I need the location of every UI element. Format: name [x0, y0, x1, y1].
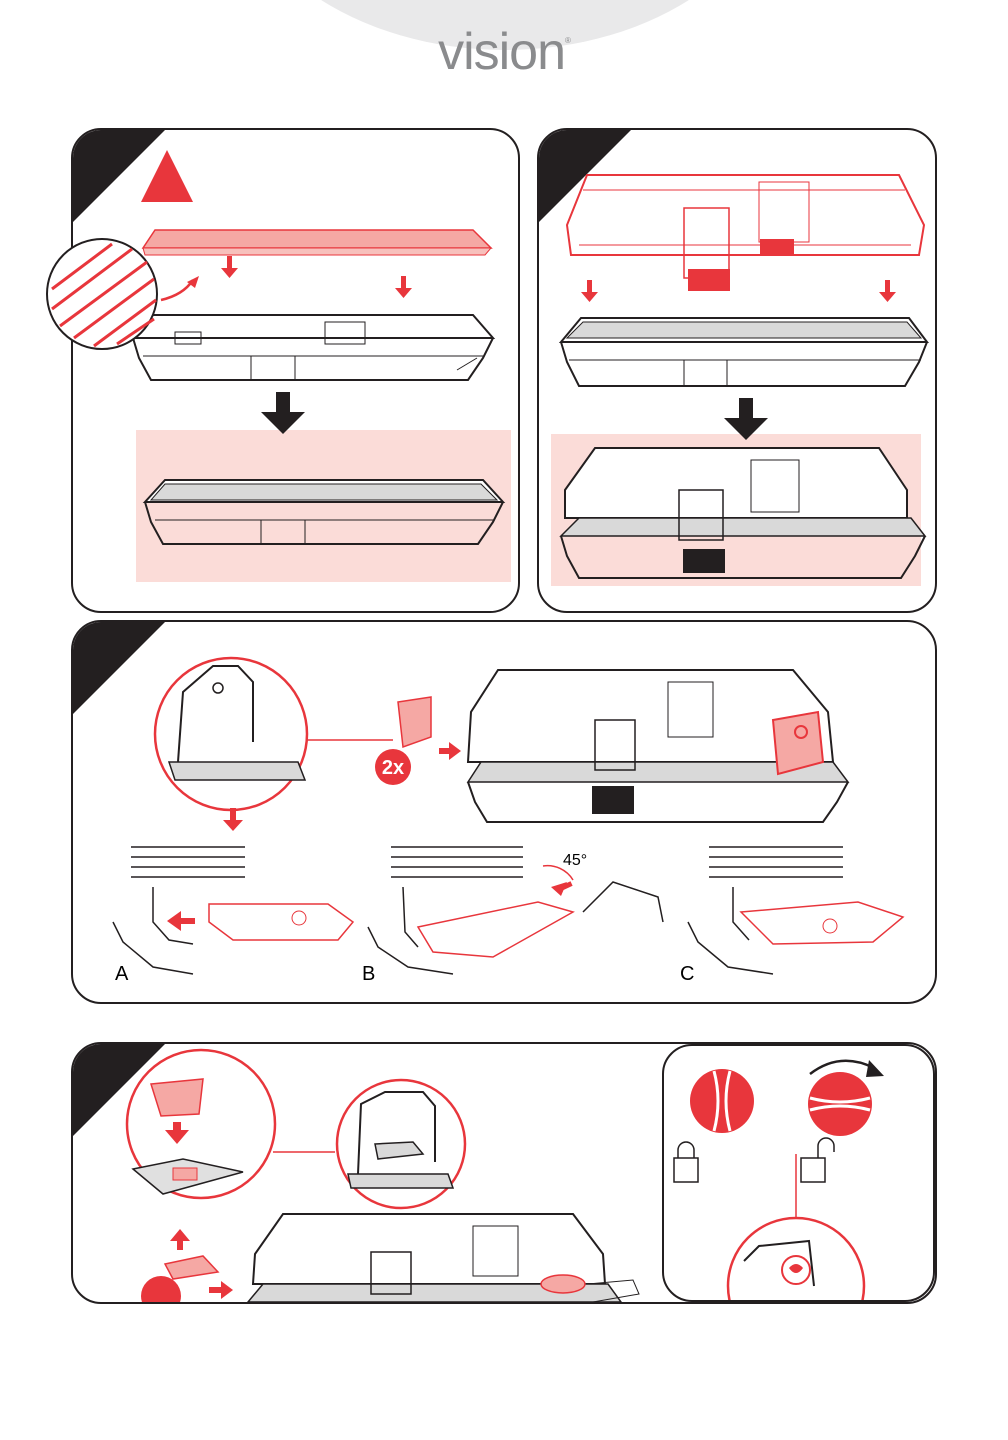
down-arrow-red [223, 808, 243, 831]
lock-open-icon [801, 1138, 834, 1182]
label-b: B [362, 963, 375, 985]
right-arrow-red [439, 742, 461, 760]
panel-step-2 [537, 128, 937, 613]
lock-illustration [664, 1046, 935, 1302]
cage-with-feeder [248, 1214, 639, 1302]
door-piece [398, 697, 431, 747]
feeder-piece [165, 1256, 218, 1279]
panel-3-illustration: 2x A [73, 622, 937, 1004]
cage-top-red [567, 175, 924, 290]
multiplier-text: 2x [382, 757, 404, 779]
curved-arrow [161, 280, 193, 300]
door-zoom-circle [155, 658, 307, 810]
right-arrow-red [209, 1281, 233, 1299]
detail-c [688, 847, 903, 974]
grid-mat [143, 230, 491, 255]
panel-step-3: 2x A [71, 620, 937, 1004]
rotate-arrow-icon [810, 1061, 874, 1074]
cage-with-doors [468, 670, 848, 822]
knob-unlocked [808, 1072, 872, 1136]
label-a: A [115, 963, 129, 985]
down-arrow-black [724, 398, 768, 440]
panel-step-1 [71, 128, 520, 613]
angle-label: 45° [563, 852, 587, 869]
down-arrow-black [261, 392, 305, 434]
label-c: C [680, 963, 694, 985]
down-arrows-red [581, 280, 896, 302]
base-tray [133, 315, 493, 380]
panel-2-illustration [539, 130, 937, 613]
knob-zoom-circle [728, 1218, 864, 1302]
brand-logo: vision® [0, 22, 1008, 82]
assembled-cage [561, 448, 925, 578]
lock-closed-icon [674, 1142, 698, 1182]
tray-with-grid [561, 318, 927, 386]
red-dot [141, 1276, 181, 1304]
detail-a [113, 847, 353, 974]
knob-locked [690, 1069, 754, 1133]
brand-name: vision [438, 23, 565, 81]
panel-lock [662, 1044, 935, 1302]
detail-b [368, 847, 663, 974]
brand-mark: ® [565, 36, 570, 45]
up-arrow-red [170, 1229, 190, 1250]
warning-triangle-icon [141, 150, 193, 202]
assembled-tray [145, 480, 503, 544]
installed-feeder-zoom-circle [337, 1080, 465, 1208]
mat-zoom-circle [42, 234, 162, 354]
down-arrows-red [221, 256, 412, 298]
panel-1-illustration [73, 130, 520, 613]
feeder-zoom-circle [127, 1050, 275, 1198]
